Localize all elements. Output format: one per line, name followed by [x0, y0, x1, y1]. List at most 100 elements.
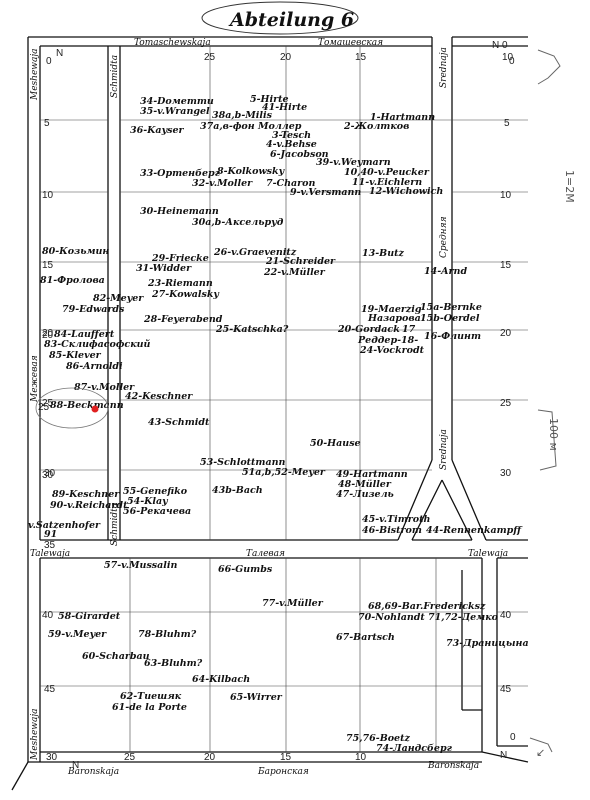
street-talewaja-latin-left: Talewaja [30, 549, 70, 559]
building-label: 14-Arnd [424, 266, 467, 277]
building-label: 68,69-Bar.Fredericksz [368, 601, 486, 612]
scale-note: 1=2M [563, 170, 576, 203]
margin-bracket-middle [537, 409, 557, 471]
south-label-left: N [72, 760, 79, 771]
building-label: 16-Флинт [424, 331, 481, 342]
zero-label-left: 0 [46, 56, 52, 67]
grid-right-5: 5 [504, 118, 510, 129]
street-schmidta-top: Schmidta [110, 55, 120, 98]
building-label: 81-Фролова [40, 275, 105, 286]
building-label: 59-v.Meyer [48, 629, 107, 640]
building-label: 54-Klay [127, 496, 169, 507]
building-label: 79-Edwards [62, 304, 125, 315]
building-label: Назарова [367, 313, 421, 324]
building-label: 13-Butz [362, 248, 404, 259]
grid-bottom-25: 25 [124, 752, 136, 763]
building-label: 5-Hirte [250, 94, 289, 105]
street-schmidta-bottom: Schmidta [110, 503, 120, 546]
building-label: 28-Feyerabend [143, 314, 223, 325]
street-talewaja-cyr: Талевая [246, 549, 285, 559]
grid-left-10: 10 [42, 190, 54, 201]
building-label: 53-Schlottmann [200, 457, 286, 468]
building-label: 42-Keschner [125, 391, 193, 402]
building-label: 89-Keschner [52, 489, 120, 500]
grid-left-40: 40 [42, 610, 54, 621]
building-label: 82-Meyer [93, 293, 144, 304]
north-label-left: N [56, 48, 63, 59]
street-baronskaja-cyr: Баронская [257, 767, 309, 777]
building-label: 51a,b,52-Meyer [242, 467, 326, 478]
building-label: 70-Nohlandt [358, 612, 425, 623]
building-label: 87-v.Moller [74, 382, 135, 393]
building-label: 37a,в-фон Моллер [200, 121, 302, 132]
building-label: 34-Dометти [140, 96, 214, 107]
building-label: 86-Arnoldi [66, 361, 123, 372]
street-outlines [11, 36, 529, 791]
building-label: 91 [44, 529, 57, 540]
building-label: 44-Rennenkampff [426, 525, 523, 536]
building-label: 67-Bartsch [336, 632, 395, 643]
building-label: 7-Charon [266, 178, 316, 189]
grid-left-20: 20 [42, 328, 54, 339]
building-labels: 34-Dометти 35-v.Wrangel 5-Hirte 41-Hirte… [28, 94, 529, 754]
building-label: 6-Jacobson [270, 149, 329, 160]
grid-left-15: 15 [42, 260, 54, 271]
street-labels: Tomaschewskaja Томашевская Talewaja Тале… [30, 38, 508, 777]
grid-bottom-15: 15 [280, 752, 292, 763]
building-label: 32-v.Moller [192, 178, 253, 189]
building-label: 62-Тиешяк [120, 691, 182, 702]
building-label: v.Satzenhofer [28, 520, 101, 531]
highlight-oval [35, 387, 109, 429]
building-label: 57-v.Mussalin [104, 560, 178, 571]
building-label: 36-Kayser [130, 125, 184, 136]
map-title: Abteilung 6 [228, 9, 354, 31]
building-label: 88-Beckmann [50, 400, 124, 411]
grid-right-10: 10 [500, 190, 512, 201]
grid-top-15: 15 [355, 52, 367, 63]
grid-top-20: 20 [280, 52, 292, 63]
building-label: 30-Heinemann [140, 206, 219, 217]
building-label: 29-Friecke [151, 253, 209, 264]
building-label: 27-Kowalsky [151, 289, 220, 300]
building-label: 71,72-Демко [428, 612, 499, 623]
building-label: 35-v.Wrangel [140, 106, 210, 117]
building-label: 85-Klever [49, 350, 102, 361]
grid-top-10: 10 [502, 52, 514, 63]
building-label: 1-Hartmann [370, 112, 435, 123]
building-label: 61-de la Porte [112, 702, 187, 713]
building-label: 47-Лизель [336, 489, 394, 500]
building-label: 80-Козьмин [42, 246, 109, 257]
building-label: 26-v.Graevenitz [213, 247, 297, 258]
building-label: 22-v.Müller [263, 267, 326, 278]
building-label: 58-Girardet [58, 611, 121, 622]
grid-bottom-20: 20 [204, 752, 216, 763]
building-label: 49-Hartmann [336, 469, 408, 480]
grid-left-35: 35 [44, 540, 56, 551]
building-label: 30а,b-Аксельруд [192, 217, 284, 228]
street-talewaja-latin-right: Talewaja [468, 549, 508, 559]
building-label: 65-Wirrer [230, 692, 283, 703]
building-label: 77-v.Müller [262, 598, 324, 609]
street-meshewaja-cyr: Межевая [30, 355, 40, 403]
building-label: 41-Hirte [262, 102, 307, 113]
north-label-right: N 0 [492, 40, 508, 51]
grid-left-30: 30 [44, 468, 56, 479]
grid-left-45: 45 [44, 684, 56, 695]
building-label: 17 [402, 324, 416, 335]
building-label: 8-Kolkowsky [217, 166, 286, 177]
building-label: 90-v.Reichardt [50, 500, 128, 511]
grid-right-15: 15 [500, 260, 512, 271]
building-label: 43b-Bach [212, 485, 263, 496]
grid-right-30: 30 [500, 468, 512, 479]
street-tomaschewskaja-latin: Tomaschewskaja [134, 38, 211, 48]
building-label: 43-Schmidt [148, 417, 210, 428]
building-label: 25-Katschka? [215, 324, 289, 335]
building-label: 63-Bluhm? [144, 658, 203, 669]
street-srednaja-top: Srednaja [439, 47, 449, 88]
building-label: 23-Riemann [147, 278, 213, 289]
location-marker [91, 405, 99, 413]
building-label: 39-v.Weymarn [316, 157, 391, 168]
building-label: 45-v.Timroth [362, 514, 430, 525]
south-label-right: N [500, 750, 507, 761]
